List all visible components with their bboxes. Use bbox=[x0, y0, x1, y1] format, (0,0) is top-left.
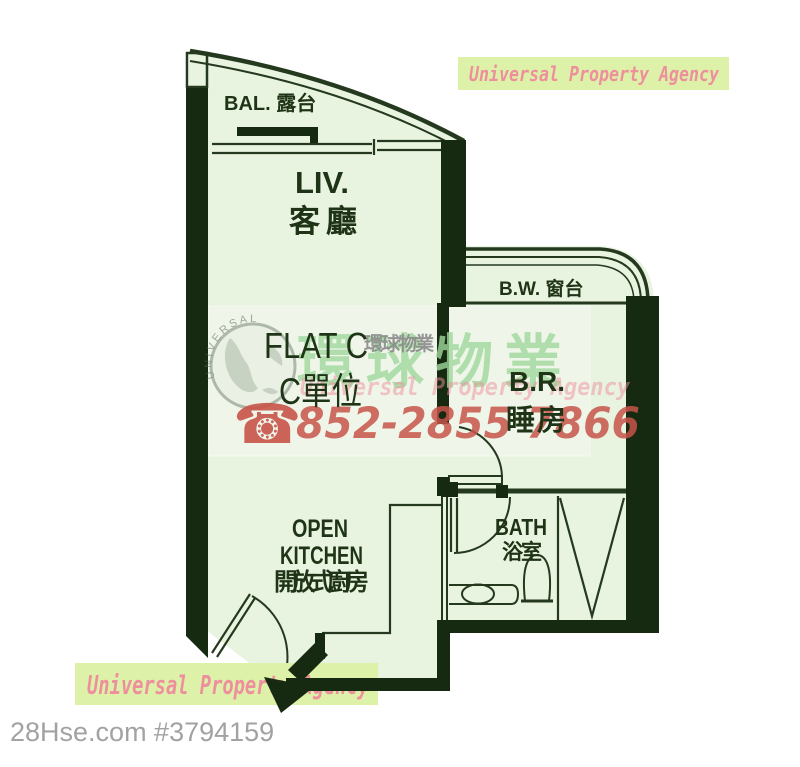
agency-badge-top-bg bbox=[458, 57, 729, 90]
fixtures-layer bbox=[185, 48, 659, 703]
kitchen-bath-wall bbox=[441, 496, 448, 620]
bay-window-glass-2 bbox=[465, 256, 642, 304]
bay-window-glass-1 bbox=[465, 247, 650, 304]
bath-bottom-wall bbox=[441, 620, 659, 633]
kitchen-step-wall bbox=[437, 620, 450, 691]
agency-badge-top-text: Universal Property Agency bbox=[469, 62, 720, 86]
room-labels: BAL. 露台 LIV. 客廳 FLAT C C單位 B.W. 窗台 B.R. … bbox=[224, 91, 583, 596]
counter-end-stub bbox=[315, 633, 325, 659]
kitchen-counter bbox=[322, 503, 441, 635]
balcony-curved-wall-outer bbox=[189, 48, 466, 143]
label-flat-en: FLAT C bbox=[264, 325, 368, 366]
label-bay-window: B.W. 窗台 bbox=[499, 277, 583, 300]
label-bath-cn: 浴室 bbox=[502, 540, 542, 564]
phone-icon: ☎ bbox=[233, 393, 302, 455]
label-kitchen-line2: KITCHEN bbox=[280, 542, 363, 570]
agency-badge-top: Universal Property Agency bbox=[458, 57, 729, 90]
phone-number: 852-2855 7866 bbox=[296, 399, 640, 449]
globe-continent-3 bbox=[262, 387, 278, 395]
bedroom-right-wall bbox=[626, 296, 659, 633]
toilet bbox=[523, 553, 551, 602]
walls-layer bbox=[186, 88, 659, 713]
bath-vanity-counter bbox=[449, 584, 520, 605]
bedroom-door-arc bbox=[458, 426, 503, 479]
label-bedroom-cn: 睡房 bbox=[506, 404, 566, 437]
bath-door-leaf bbox=[449, 498, 459, 552]
bath-sink bbox=[461, 583, 495, 605]
site-reference: 28Hse.com #3794159 bbox=[10, 717, 274, 747]
balcony-door-panel-hook bbox=[310, 133, 318, 143]
entrance-arrow-shaft bbox=[288, 643, 328, 682]
kitchen-bottom-wall bbox=[286, 678, 450, 691]
balcony-sliding-door bbox=[212, 139, 441, 155]
watermark-cn-small: 環球物業 bbox=[364, 332, 435, 355]
left-wall bbox=[186, 88, 208, 658]
entrance-arrow-head bbox=[264, 677, 314, 713]
globe-circle bbox=[209, 322, 297, 410]
label-kitchen-line1: OPEN bbox=[292, 515, 348, 543]
globe-continent-1 bbox=[224, 338, 258, 393]
shower-stall-v-mark bbox=[558, 497, 626, 621]
watermark-en: Universal Property Agency bbox=[300, 373, 630, 401]
bath-door-latch-block bbox=[496, 485, 508, 498]
balcony-door-panel bbox=[237, 127, 318, 136]
label-bath-en: BATH bbox=[495, 514, 547, 540]
balcony-curved-wall-inner bbox=[189, 60, 460, 149]
label-kitchen-cn: 開放式廚房 bbox=[274, 568, 369, 596]
watermark-box bbox=[207, 305, 591, 457]
label-flat-cn: C單位 bbox=[279, 371, 362, 412]
label-balcony: BAL. 露台 bbox=[224, 91, 316, 115]
bay-window-glass-3 bbox=[465, 264, 635, 304]
label-living-abbr: LIV. bbox=[295, 165, 349, 200]
living-bedroom-wall bbox=[437, 303, 449, 424]
entrance-door-leaf bbox=[211, 593, 256, 658]
globe-continent-2 bbox=[266, 344, 283, 366]
upper-right-wall bbox=[441, 140, 466, 307]
label-bedroom-abbr: B.R. bbox=[509, 366, 565, 397]
bath-door-hinge-block bbox=[441, 482, 458, 497]
bath-door-arc bbox=[453, 496, 511, 554]
flat-floor bbox=[189, 50, 659, 691]
